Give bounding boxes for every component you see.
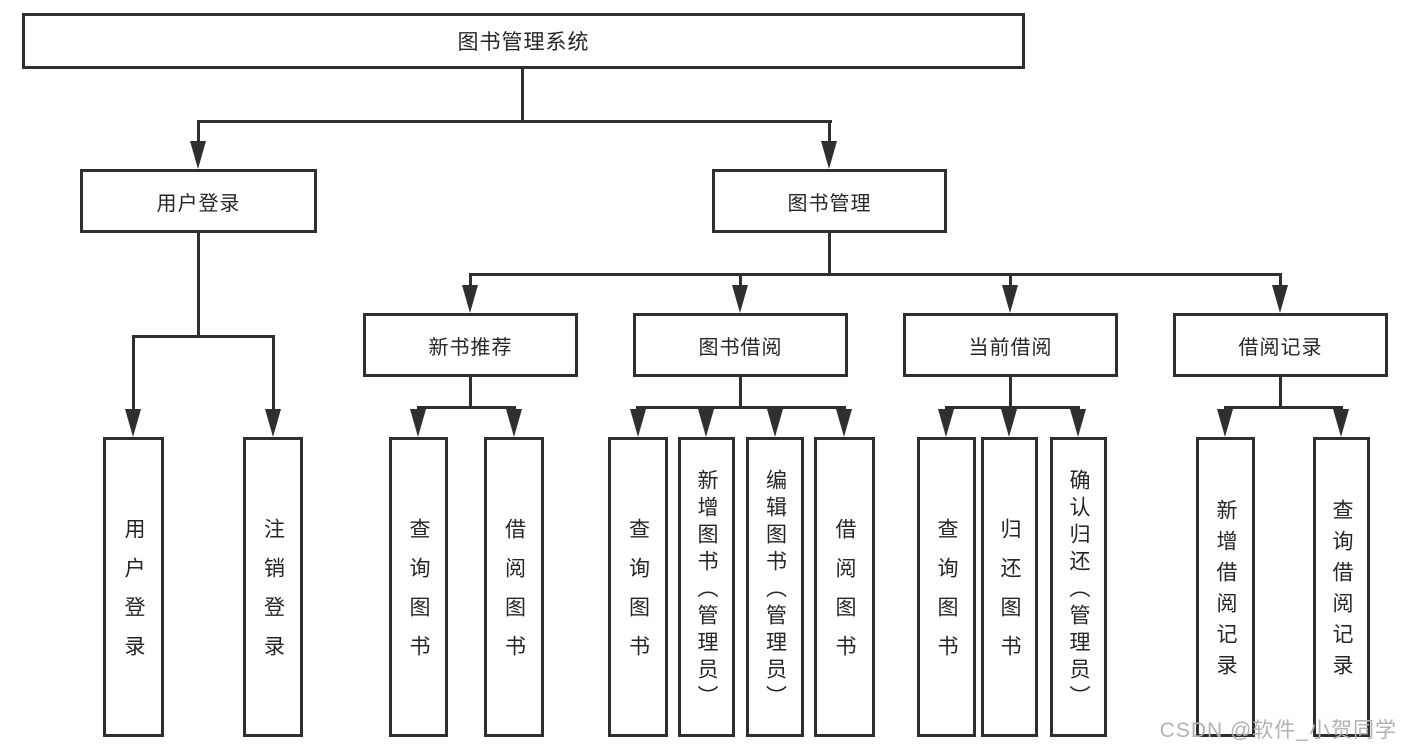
node-new-book-recommend: 新书推荐 (363, 313, 578, 377)
arrowhead-down-icon (265, 409, 281, 437)
arrowhead-down-icon (1272, 285, 1288, 313)
leaf-return-book: 归还图书 (981, 437, 1038, 737)
leaf-user-login: 用户登录 (103, 437, 164, 737)
connector-line (1224, 406, 1227, 411)
connector-line (828, 120, 831, 143)
connector-line (828, 233, 831, 273)
arrowhead-down-icon (1002, 285, 1018, 313)
arrowhead-down-icon (1070, 409, 1086, 437)
leaf-edit-book-admin: 编辑图书（管理员） (746, 437, 804, 737)
leaf-query-books-3: 查询图书 (917, 437, 976, 737)
leaf-label: 查询图书 (935, 518, 958, 674)
connector-line (1279, 273, 1282, 287)
leaf-borrow-books-1: 借阅图书 (484, 437, 544, 737)
connector-line (132, 335, 275, 338)
node-user-login: 用户登录 (80, 169, 317, 233)
arrowhead-down-icon (732, 285, 748, 313)
connector-line (521, 69, 524, 120)
connector-line (739, 273, 742, 287)
connector-line (1008, 406, 1011, 411)
node-borrow-records: 借阅记录 (1173, 313, 1388, 377)
connector-line (132, 335, 135, 411)
connector-line (197, 120, 832, 123)
arrowhead-down-icon (1217, 409, 1233, 437)
arrowhead-down-icon (821, 141, 837, 169)
arrowhead-down-icon (1333, 409, 1349, 437)
leaf-label: 查询图书 (626, 518, 650, 674)
leaf-label: 用户登录 (122, 518, 145, 674)
connector-line (1009, 377, 1012, 406)
leaf-query-borrow-record: 查询借阅记录 (1313, 437, 1370, 737)
leaf-label: 借阅图书 (502, 518, 526, 674)
connector-line (417, 406, 516, 409)
connector-line (1077, 406, 1080, 411)
leaf-label: 确认归还（管理员） (1067, 468, 1090, 712)
connector-line (1009, 273, 1012, 287)
connector-line (469, 273, 1282, 276)
leaf-label: 新增借阅记录 (1214, 499, 1237, 685)
leaf-label: 新增图书（管理员） (695, 468, 718, 712)
connector-line (469, 377, 472, 406)
connector-line (1340, 406, 1343, 411)
connector-line (1224, 406, 1343, 409)
leaf-borrow-books-2: 借阅图书 (814, 437, 875, 737)
leaf-query-books-1: 查询图书 (389, 437, 448, 737)
connector-line (512, 406, 515, 411)
leaf-label: 借阅图书 (833, 518, 856, 674)
connector-line (1279, 377, 1282, 406)
arrowhead-down-icon (698, 409, 714, 437)
arrowhead-down-icon (462, 285, 478, 313)
connector-line (636, 406, 846, 409)
connector-line (843, 406, 846, 411)
leaf-add-book-admin: 新增图书（管理员） (678, 437, 735, 737)
connector-line (945, 406, 1080, 409)
arrowhead-down-icon (767, 409, 783, 437)
connector-line (469, 273, 472, 287)
arrowhead-down-icon (938, 409, 954, 437)
arrowhead-down-icon (410, 409, 426, 437)
leaf-logout-login: 注销登录 (243, 437, 303, 737)
leaf-label: 注销登录 (261, 518, 285, 674)
leaf-label: 查询图书 (407, 518, 430, 674)
node-root: 图书管理系统 (22, 13, 1025, 69)
arrowhead-down-icon (125, 409, 141, 437)
arrowhead-down-icon (630, 409, 646, 437)
connector-line (705, 406, 708, 411)
arrowhead-down-icon (1001, 409, 1017, 437)
node-book-borrow: 图书借阅 (633, 313, 848, 377)
leaf-label: 归还图书 (998, 518, 1021, 674)
node-current-borrow: 当前借阅 (903, 313, 1118, 377)
connector-line (739, 377, 742, 406)
leaf-label: 编辑图书（管理员） (763, 468, 787, 712)
leaf-query-books-2: 查询图书 (608, 437, 668, 737)
connector-line (417, 406, 420, 411)
connector-line (197, 120, 200, 143)
connector-line (945, 406, 948, 411)
arrowhead-down-icon (836, 409, 852, 437)
connector-line (636, 406, 639, 411)
leaf-confirm-return-admin: 确认归还（管理员） (1050, 437, 1107, 737)
arrowhead-down-icon (506, 409, 522, 437)
connector-line (197, 233, 200, 335)
leaf-label: 查询借阅记录 (1330, 499, 1353, 685)
arrowhead-down-icon (190, 141, 206, 169)
connector-line (773, 406, 776, 411)
connector-line (272, 335, 275, 411)
leaf-add-borrow-record: 新增借阅记录 (1196, 437, 1255, 737)
node-book-management: 图书管理 (712, 169, 947, 233)
